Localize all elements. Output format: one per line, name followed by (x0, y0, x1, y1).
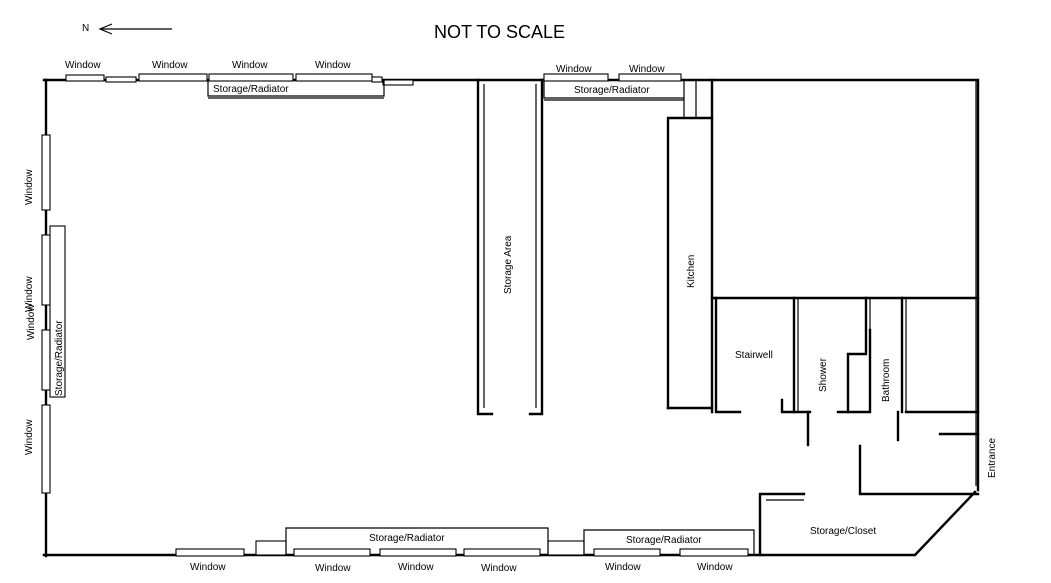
window-label: Window (65, 60, 101, 71)
shower-label: Shower (818, 357, 829, 392)
exterior-walls (42, 78, 980, 558)
window-label: Window (556, 64, 592, 75)
storage-radiator-label: Storage/Radiator (213, 84, 289, 95)
core-walls (710, 296, 980, 447)
window-label: Window (481, 563, 517, 574)
stairwell-label: Stairwell (735, 350, 773, 361)
bottom-storage-radiator-right (583, 529, 755, 555)
north-label: N (82, 23, 89, 34)
window-label: Window (697, 562, 733, 573)
north-wall-windows (65, 73, 682, 86)
top-window-labels: Window Window Window Window Window Windo… (65, 60, 665, 75)
bottom-storage-radiator-left (285, 527, 549, 555)
window-label: Window (232, 60, 268, 71)
window-label: Window (315, 563, 351, 574)
window-label: Window (629, 64, 665, 75)
top-storage-radiator-right (543, 80, 685, 118)
window-label: Window (24, 169, 35, 205)
storage-closet-label: Storage/Closet (810, 526, 876, 537)
storage-radiator-label: Storage/Radiator (574, 85, 650, 96)
kitchen-walls (666, 78, 977, 486)
entry-walls (758, 444, 980, 557)
bottom-window-labels: Window Window Window Window Window Windo… (190, 562, 733, 574)
storage-area-walls (476, 78, 544, 416)
kitchen-label: Kitchen (686, 255, 697, 288)
window-label: Window (24, 276, 35, 312)
storage-radiator-label: Storage/Radiator (54, 320, 65, 396)
left-window-labels: Window Window Window Window (24, 169, 37, 455)
window-label: Window (398, 562, 434, 573)
plan-title: NOT TO SCALE (434, 22, 565, 42)
bathroom-label: Bathroom (881, 359, 892, 402)
top-storage-radiator-left (207, 80, 385, 99)
storage-radiator-label: Storage/Radiator (369, 533, 445, 544)
window-label: Window (152, 60, 188, 71)
window-label: Window (605, 562, 641, 573)
south-wall-windows (175, 540, 749, 557)
west-wall-windows (41, 134, 66, 494)
entrance-label: Entrance (987, 438, 998, 478)
storage-area-label: Storage Area (503, 235, 514, 294)
window-label: Window (26, 304, 37, 340)
window-label: Window (190, 562, 226, 573)
storage-radiator-label: Storage/Radiator (626, 535, 702, 546)
window-label: Window (24, 419, 35, 455)
window-label: Window (315, 60, 351, 71)
north-arrow-icon: N (82, 23, 172, 35)
